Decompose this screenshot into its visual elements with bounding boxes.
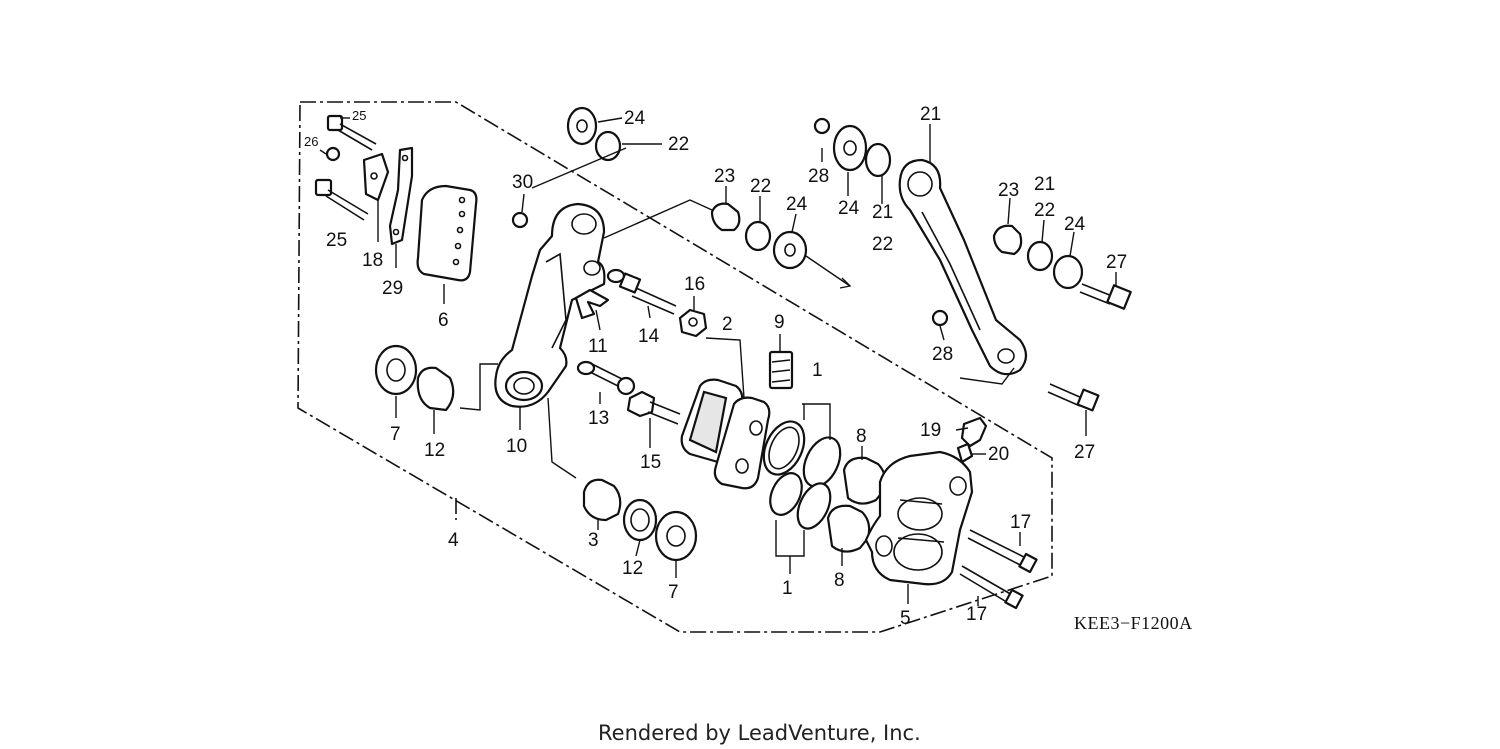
nut-16 [678, 308, 708, 338]
callout-7-left: 7 [390, 424, 401, 445]
callout-1-top: 1 [812, 360, 823, 381]
collar-23-right [992, 224, 1023, 256]
callout-2: 2 [722, 314, 733, 335]
callout-19: 19 [920, 420, 941, 441]
nut-28-mid [931, 309, 949, 327]
bushing-21-top [864, 142, 892, 178]
pistons-8 [826, 456, 887, 553]
leader-lines [319, 117, 1117, 606]
callout-22-right: 22 [872, 234, 893, 255]
callout-20: 20 [988, 444, 1009, 465]
callout-18: 18 [362, 250, 383, 271]
callout-4: 4 [448, 530, 459, 551]
bolt-25-lower [314, 178, 369, 221]
callout-14: 14 [638, 326, 660, 347]
callout-16: 16 [684, 274, 705, 295]
footer-credit: Rendered by LeadVenture, Inc. [598, 721, 921, 745]
callout-17-lower: 17 [966, 604, 987, 625]
callout-26: 26 [304, 134, 318, 149]
diagram-code: KEE3−F1200A [1074, 613, 1193, 633]
callout-1-lower: 1 [782, 578, 793, 599]
callout-11: 11 [588, 336, 608, 357]
callout-29: 29 [382, 278, 403, 299]
bleeder-19 [960, 416, 988, 448]
callout-21-arm: 21 [920, 104, 941, 125]
seal-24-right [832, 124, 868, 172]
caliper-body-5 [864, 450, 974, 586]
callout-22-right-lower: 22 [1034, 200, 1055, 221]
torque-arm-21 [898, 158, 1028, 376]
callout-25-lower: 25 [326, 230, 347, 251]
pin-13 [576, 360, 636, 396]
callout-8-lower: 8 [834, 570, 845, 591]
callout-21-right: 21 [1034, 174, 1055, 195]
callout-12-left: 12 [424, 440, 445, 461]
bushing-12-left [416, 366, 455, 412]
callout-8-top: 8 [856, 426, 867, 447]
bracket-18 [362, 152, 390, 202]
callout-22-top: 22 [668, 134, 689, 155]
callout-17-upper: 17 [1010, 512, 1031, 533]
callout-30: 30 [512, 172, 533, 193]
plate-29 [388, 146, 414, 246]
collar-22-mid [744, 220, 772, 252]
nut-28-top [813, 117, 831, 135]
callout-22-mid: 22 [750, 176, 771, 197]
bushing-12-lower [622, 498, 658, 542]
spring-9 [768, 350, 794, 390]
callout-labels: 24 22 25 26 25 18 29 6 30 7 12 10 11 14 … [304, 104, 1127, 629]
sleeve-3 [582, 478, 622, 522]
callout-12-lower: 12 [622, 558, 643, 579]
callout-24-right: 24 [838, 198, 860, 219]
callout-23-right: 23 [998, 180, 1019, 201]
callout-10: 10 [506, 436, 527, 457]
bolt-25-upper [326, 114, 377, 151]
pad-shim-6 [416, 184, 478, 282]
callout-24-mid: 24 [786, 194, 808, 215]
washer-26 [325, 146, 341, 162]
collar-23 [710, 202, 741, 232]
bolts-17 [959, 529, 1038, 610]
assembly-outline [297, 101, 1053, 633]
callout-3: 3 [588, 530, 599, 551]
callout-27-upper: 27 [1106, 252, 1127, 273]
clip-11 [574, 288, 610, 320]
callout-24-right-lower: 24 [1064, 214, 1086, 235]
seals-1 [762, 420, 842, 530]
callout-7-lower: 7 [668, 582, 679, 603]
callout-13: 13 [588, 408, 609, 429]
pin-14 [606, 268, 677, 315]
callout-6: 6 [438, 310, 449, 331]
callout-5: 5 [900, 608, 911, 629]
callout-24-top: 24 [624, 108, 646, 129]
callout-28-top: 28 [808, 166, 829, 187]
cap-20 [956, 442, 974, 464]
caliper-bracket-10 [494, 202, 606, 408]
callout-25-top: 25 [352, 108, 366, 123]
bolt-27-upper [1079, 283, 1132, 310]
seal-24-top [566, 106, 598, 146]
callout-15: 15 [640, 452, 661, 473]
bolt-15 [626, 390, 681, 425]
callout-27-lower: 27 [1074, 442, 1095, 463]
dust-seal-7-lower [654, 510, 698, 562]
callout-21-top: 21 [872, 202, 893, 223]
callout-9: 9 [774, 312, 785, 333]
seal-24-right-lower [1052, 254, 1084, 290]
collar-22-right [1026, 240, 1054, 272]
dust-seal-7-left [374, 344, 418, 396]
bolt-27-lower [1047, 383, 1100, 412]
nut-30 [511, 211, 529, 229]
seal-24-mid [772, 230, 808, 270]
brake-pads-2 [680, 378, 771, 490]
callout-23-mid: 23 [714, 166, 735, 187]
callout-28-mid: 28 [932, 344, 953, 365]
